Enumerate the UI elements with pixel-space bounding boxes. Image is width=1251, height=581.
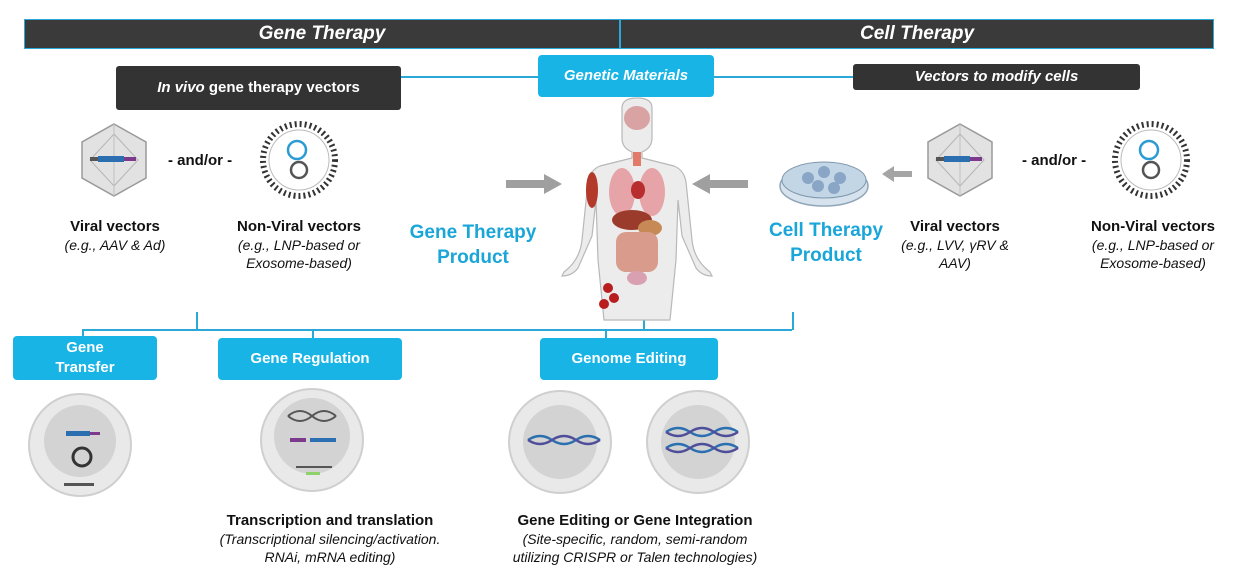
right-nonviral-sub2: Exosome-based) (1100, 255, 1206, 271)
editing-caption-title: Gene Editing or Gene Integration (517, 512, 753, 529)
header-bar: Gene Therapy Cell Therapy (24, 19, 1214, 49)
dna-helix-icon (527, 434, 601, 446)
header-divider (619, 20, 621, 48)
vector-cell-icon (64, 431, 100, 486)
right-nonviral-sub1: (e.g., LNP-based or (1091, 237, 1215, 253)
regulation-caption-title: Transcription and translation (226, 512, 434, 529)
right-nonviral-title: Non-Viral vectors (1091, 218, 1215, 235)
gene-editing-circle-1 (508, 390, 612, 494)
left-nonviral-label: Non-Viral vectors (e.g., LNP-based or Ex… (214, 218, 384, 272)
gene-transfer-line2: Transfer (55, 359, 115, 376)
gene-transfer-label: Gene Transfer (13, 336, 157, 380)
gene-therapy-product-label: Gene Therapy Product (398, 220, 548, 270)
human-body-icon (561, 97, 713, 321)
cell-product-line1: Cell Therapy (768, 220, 884, 241)
lnp-icon-right (1112, 121, 1190, 199)
in-vivo-rest: gene therapy vectors (204, 79, 360, 96)
editing-caption: Gene Editing or Gene Integration (Site-s… (480, 512, 790, 566)
left-viral-label: Viral vectors (e.g., AAV & Ad) (40, 218, 190, 254)
lnp-icon (260, 121, 338, 199)
genetic-materials-label: Genetic Materials (538, 55, 714, 97)
left-viral-sub: (e.g., AAV & Ad) (64, 237, 166, 253)
header-gene-therapy: Gene Therapy (258, 23, 386, 44)
left-nonviral-sub2: Exosome-based) (246, 255, 352, 271)
gene-transfer-line1: Gene (66, 339, 104, 356)
connector-line (643, 312, 645, 330)
regulation-caption: Transcription and translation (Transcrip… (180, 512, 480, 566)
header-cell-therapy: Cell Therapy (859, 23, 975, 44)
viral-vector-icon (81, 123, 147, 197)
right-viral-label: Viral vectors (e.g., LVV, γRV & AAV) (893, 218, 1017, 272)
right-viral-sub1: (e.g., LVV, γRV & (901, 237, 1009, 253)
gene-transfer-circle (28, 393, 132, 497)
left-nonviral-sub1: (e.g., LNP-based or (237, 237, 361, 253)
connector-line (196, 312, 198, 330)
in-vivo-vectors-label: In vivo gene therapy vectors (116, 66, 401, 110)
vectors-modify-cells-label: Vectors to modify cells (853, 64, 1140, 90)
connector-line (82, 329, 84, 339)
connector-line (714, 76, 854, 78)
right-nonviral-label: Non-Viral vectors (e.g., LNP-based or Ex… (1068, 218, 1238, 272)
left-nonviral-title: Non-Viral vectors (237, 218, 361, 235)
viral-vector-icon-right (927, 123, 993, 197)
arrow-left-icon (692, 174, 748, 194)
and-or-text-right: - and/or - (1022, 152, 1087, 169)
dna-integration-icon (665, 426, 739, 454)
left-viral-title: Viral vectors (70, 218, 160, 235)
connector-line (82, 329, 792, 331)
dna-rna-icon (287, 410, 337, 475)
in-vivo-emphasis: In vivo (157, 79, 205, 96)
genome-editing-label: Genome Editing (540, 338, 718, 380)
editing-caption-sub1: (Site-specific, random, semi-random (522, 531, 748, 547)
gene-product-line2: Product (437, 247, 509, 268)
connector-line (605, 329, 607, 341)
gene-regulation-circle (260, 388, 364, 492)
gene-regulation-label: Gene Regulation (218, 338, 402, 380)
right-viral-sub2: AAV) (939, 255, 971, 271)
right-viral-title: Viral vectors (910, 218, 1000, 235)
cell-product-line2: Product (790, 245, 862, 266)
connector-line (312, 329, 314, 339)
connector-line (400, 76, 540, 78)
arrow-right-icon (506, 174, 562, 194)
regulation-caption-sub2: RNAi, mRNA editing) (264, 549, 396, 565)
and-or-text: - and/or - (168, 152, 233, 169)
regulation-caption-sub1: (Transcriptional silencing/activation. (219, 531, 441, 547)
petri-dish-icon (779, 161, 869, 207)
gene-product-line1: Gene Therapy (409, 222, 537, 243)
connector-line (792, 312, 794, 330)
gene-editing-circle-2 (646, 390, 750, 494)
small-arrow-left-icon (882, 166, 912, 182)
editing-caption-sub2: utilizing CRISPR or Talen technologies) (512, 549, 758, 565)
cell-therapy-product-label: Cell Therapy Product (752, 218, 900, 268)
